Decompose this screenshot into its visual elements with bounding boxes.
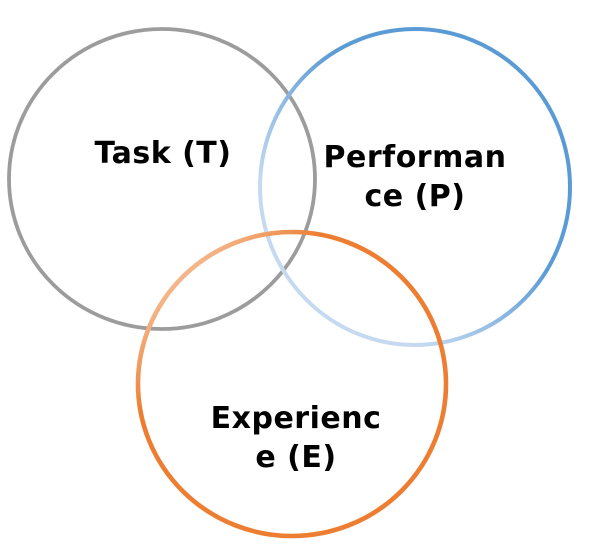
experience-label-line-1: Experienc bbox=[210, 401, 382, 436]
task-label: Task (T) bbox=[33, 134, 293, 173]
task-label-line: Task (T) bbox=[94, 136, 232, 171]
experience-label-line-2: e (E) bbox=[255, 440, 337, 475]
task-circle bbox=[7, 27, 317, 331]
performance-label-line-2: ce (P) bbox=[364, 179, 466, 214]
experience-label: Experienc e (E) bbox=[166, 399, 426, 477]
performance-circle bbox=[258, 27, 572, 347]
performance-label-line-1: Performan bbox=[323, 140, 507, 175]
performance-label: Performan ce (P) bbox=[285, 138, 545, 216]
experience-circle bbox=[135, 229, 449, 539]
